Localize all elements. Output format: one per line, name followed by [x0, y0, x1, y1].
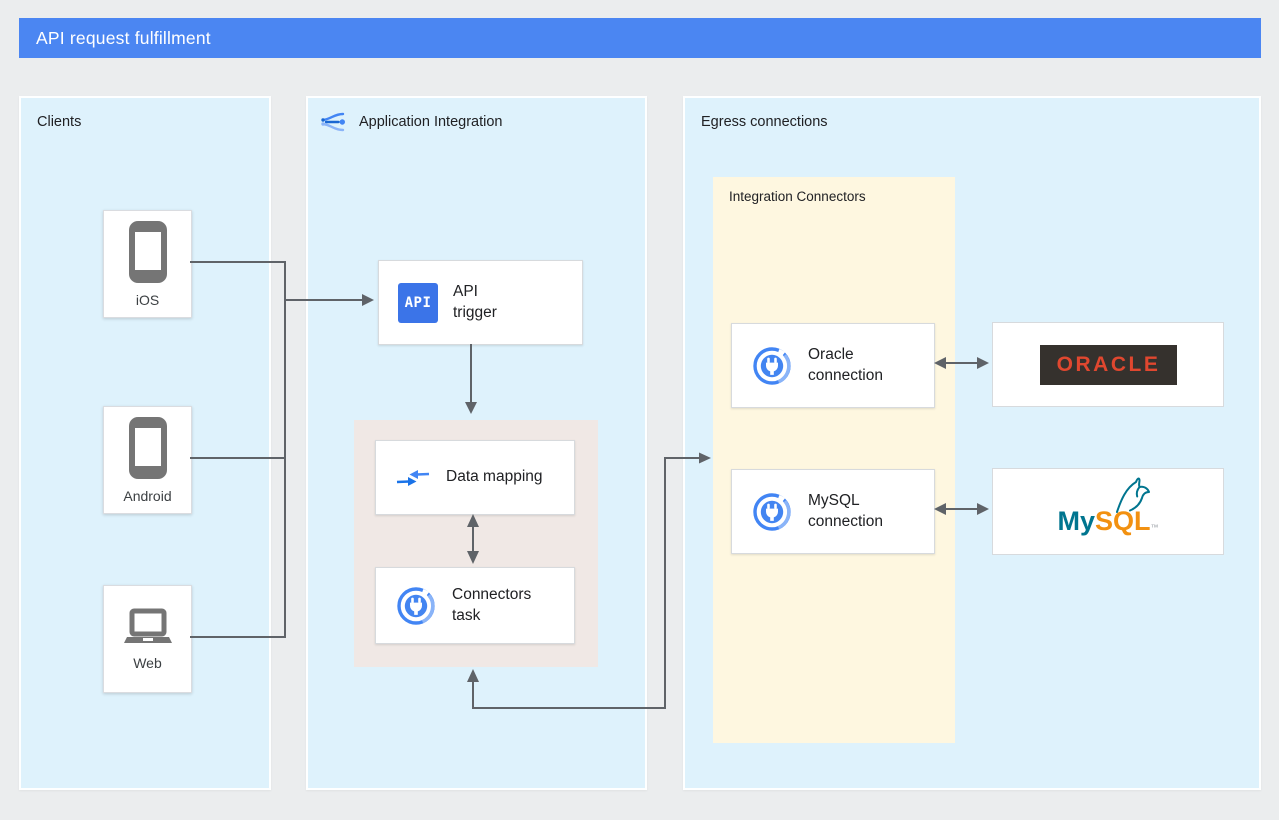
application-integration-title: Application Integration [359, 114, 503, 130]
mysql-connection-node: MySQL connection [731, 469, 935, 554]
mysql-logo-my: My [1057, 506, 1095, 536]
client-label: Web [133, 654, 162, 671]
egress-connections-panel: Egress connections Integration Connector… [683, 96, 1261, 790]
client-label: iOS [135, 291, 160, 308]
data-mapping-icon [396, 469, 430, 486]
application-integration-panel: Application Integration API API trigger … [306, 96, 647, 790]
api-trigger-node: API API trigger [378, 260, 583, 345]
mysql-logo-tm: ™ [1150, 523, 1159, 532]
integration-connectors-panel: Integration Connectors Oracle connection [713, 177, 955, 743]
diagram-title-banner: API request fulfillment [19, 18, 1261, 58]
oracle-logo-text: ORACLE [1056, 353, 1161, 376]
connectors-task-node: Connectors task [375, 567, 575, 644]
clients-panel-title: Clients [37, 114, 82, 130]
data-mapping-node: Data mapping [375, 440, 575, 515]
api-trigger-label: API trigger [453, 283, 497, 321]
mysql-connection-label: MySQL connection [808, 492, 883, 530]
oracle-connection-label: Oracle connection [808, 346, 883, 384]
client-node-android: Android [103, 406, 192, 514]
mysql-logo-text: MySQL™ [993, 506, 1223, 537]
integration-connectors-title: Integration Connectors [729, 189, 866, 204]
client-node-web: Web [103, 585, 192, 693]
laptop-icon [123, 608, 172, 643]
egress-panel-title: Egress connections [701, 114, 828, 130]
mysql-logo: MySQL™ [993, 469, 1223, 554]
client-label: Android [123, 487, 172, 504]
smartphone-icon [128, 220, 167, 283]
smartphone-icon [128, 416, 167, 479]
connector-icon [397, 586, 435, 625]
oracle-connection-node: Oracle connection [731, 323, 935, 408]
mysql-logo-box: MySQL™ [992, 468, 1224, 555]
integration-group: Data mapping Connectors task [354, 420, 598, 667]
diagram-title: API request fulfillment [36, 27, 211, 48]
application-integration-icon [321, 112, 345, 132]
clients-panel: Clients iOS Android Web [19, 96, 271, 790]
oracle-logo-box: ORACLE [992, 322, 1224, 407]
application-integration-header: Application Integration [318, 107, 503, 137]
mysql-logo-sql: SQL [1095, 506, 1151, 536]
connector-icon [753, 346, 791, 385]
data-mapping-label: Data mapping [446, 468, 543, 486]
api-trigger-icon: API [398, 282, 438, 323]
client-node-ios: iOS [103, 210, 192, 318]
connectors-task-label: Connectors task [452, 586, 532, 624]
connector-icon [753, 492, 791, 531]
oracle-logo: ORACLE [1040, 345, 1177, 385]
mysql-dolphin-icon [1116, 477, 1150, 513]
